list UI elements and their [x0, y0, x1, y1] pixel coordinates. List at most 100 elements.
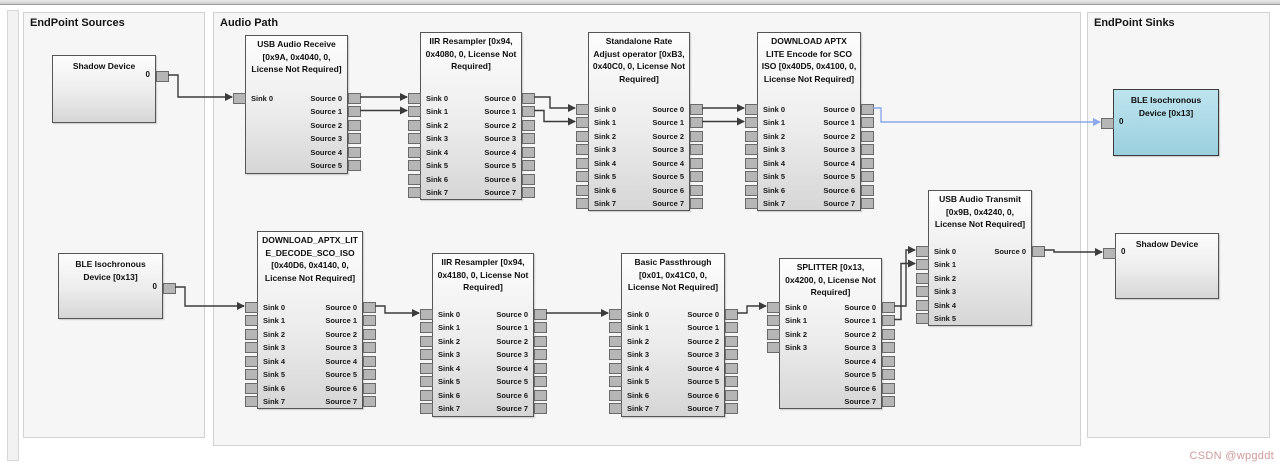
source-port[interactable] — [533, 349, 547, 360]
source-port[interactable] — [362, 301, 376, 313]
source-port[interactable] — [533, 389, 547, 401]
source-port[interactable] — [881, 382, 895, 394]
sink-port[interactable] — [608, 322, 622, 333]
source-port[interactable] — [347, 146, 361, 158]
operator-block-usbtx[interactable]: USB Audio Transmit [0x9B, 0x4240, 0, Lic… — [915, 190, 1045, 326]
source-port[interactable] — [881, 369, 895, 380]
source-port[interactable] — [533, 403, 547, 414]
sink-port[interactable] — [575, 198, 589, 209]
source-port[interactable] — [533, 376, 547, 387]
sink-port[interactable] — [915, 286, 929, 297]
left-scroll-strip[interactable] — [7, 10, 19, 461]
sink-port[interactable] — [419, 335, 433, 347]
source-port[interactable] — [860, 198, 874, 209]
source-port[interactable] — [521, 119, 535, 131]
sink-port[interactable] — [244, 342, 258, 353]
source-port[interactable] — [362, 382, 376, 394]
source-port[interactable] — [724, 322, 738, 333]
source-port[interactable] — [689, 171, 703, 182]
source-port[interactable] — [521, 160, 535, 171]
source-port[interactable] — [689, 184, 703, 196]
sink-port[interactable] — [407, 92, 421, 104]
source-port[interactable] — [362, 315, 376, 326]
source-port[interactable] — [689, 144, 703, 155]
sink-port[interactable] — [608, 389, 622, 401]
source-port[interactable] — [689, 198, 703, 209]
sink-port[interactable] — [744, 117, 758, 128]
sink-port[interactable] — [744, 171, 758, 182]
sink-port[interactable] — [575, 157, 589, 169]
operator-block-dec[interactable]: DOWNLOAD_APTX_LITE_DECODE_SCO_ISO [0x40D… — [244, 231, 376, 409]
sink-port[interactable] — [244, 396, 258, 407]
endpoint-block-srcble[interactable]: BLE Isochronous Device [0x13]0 — [58, 253, 176, 319]
source-port[interactable] — [521, 106, 535, 117]
sink-port[interactable] — [232, 92, 246, 104]
source-port[interactable] — [1031, 245, 1045, 257]
source-port[interactable] — [860, 117, 874, 128]
sink-port[interactable] — [407, 119, 421, 131]
source-port[interactable] — [881, 328, 895, 340]
sink-port[interactable] — [766, 328, 780, 340]
source-port[interactable] — [724, 376, 738, 387]
sink-port[interactable] — [244, 328, 258, 340]
source-port[interactable] — [860, 171, 874, 182]
source-port[interactable] — [724, 389, 738, 401]
source-port[interactable] — [521, 146, 535, 158]
source-port[interactable] — [347, 92, 361, 104]
sink-port[interactable] — [407, 133, 421, 144]
operator-block-rate[interactable]: Standalone Rate Adjust operator [0xB3, 0… — [575, 32, 703, 211]
sink-port[interactable] — [244, 382, 258, 394]
sink-port[interactable] — [744, 103, 758, 115]
source-port[interactable] — [533, 335, 547, 347]
sink-port[interactable] — [608, 308, 622, 320]
source-port[interactable] — [881, 301, 895, 313]
operator-block-iir1[interactable]: IIR Resampler [0x94, 0x4080, 0, License … — [407, 32, 535, 200]
source-port[interactable] — [362, 369, 376, 380]
operator-block-enc[interactable]: DOWNLOAD APTX LITE Encode for SCO ISO [0… — [744, 32, 874, 211]
source-port[interactable] — [521, 187, 535, 198]
source-port[interactable] — [533, 362, 547, 374]
sink-port[interactable] — [419, 362, 433, 374]
sink-port[interactable] — [608, 349, 622, 360]
source-port[interactable] — [362, 396, 376, 407]
sink-port[interactable] — [744, 184, 758, 196]
source-port[interactable] — [689, 157, 703, 169]
sink-port[interactable] — [608, 403, 622, 414]
sink-port[interactable] — [575, 103, 589, 115]
source-port[interactable] — [347, 133, 361, 144]
sink-port[interactable] — [766, 301, 780, 313]
sink-port[interactable] — [244, 301, 258, 313]
sink-port[interactable] — [915, 299, 929, 311]
operator-block-usbrx[interactable]: USB Audio Receive [0x9A, 0x4040, 0, Lice… — [232, 35, 361, 174]
source-port[interactable] — [860, 130, 874, 142]
source-port[interactable] — [689, 103, 703, 115]
sink-port[interactable] — [407, 173, 421, 185]
operator-block-iir2[interactable]: IIR Resampler [0x94, 0x4180, 0, License … — [419, 253, 547, 417]
sink-port[interactable] — [575, 130, 589, 142]
source-port[interactable] — [689, 130, 703, 142]
source-port[interactable] — [521, 173, 535, 185]
sink-port[interactable] — [244, 315, 258, 326]
sink-port[interactable] — [766, 315, 780, 326]
sink-port[interactable] — [575, 117, 589, 128]
source-port[interactable] — [881, 342, 895, 353]
sink-port[interactable] — [407, 106, 421, 117]
source-port[interactable] — [724, 362, 738, 374]
sink-port[interactable] — [744, 157, 758, 169]
source-port[interactable] — [521, 133, 535, 144]
sink-port[interactable] — [575, 171, 589, 182]
source-port[interactable] — [881, 396, 895, 407]
source-port[interactable] — [362, 342, 376, 353]
sink-port[interactable] — [608, 362, 622, 374]
source-port[interactable] — [162, 282, 176, 294]
sink-port[interactable] — [575, 184, 589, 196]
sink-port[interactable] — [1102, 247, 1116, 259]
operator-block-split[interactable]: SPLITTER [0x13, 0x4200, 0, License Not R… — [766, 258, 895, 409]
source-port[interactable] — [347, 160, 361, 171]
source-port[interactable] — [533, 322, 547, 333]
source-port[interactable] — [347, 106, 361, 117]
sink-port[interactable] — [419, 308, 433, 320]
source-port[interactable] — [362, 355, 376, 367]
